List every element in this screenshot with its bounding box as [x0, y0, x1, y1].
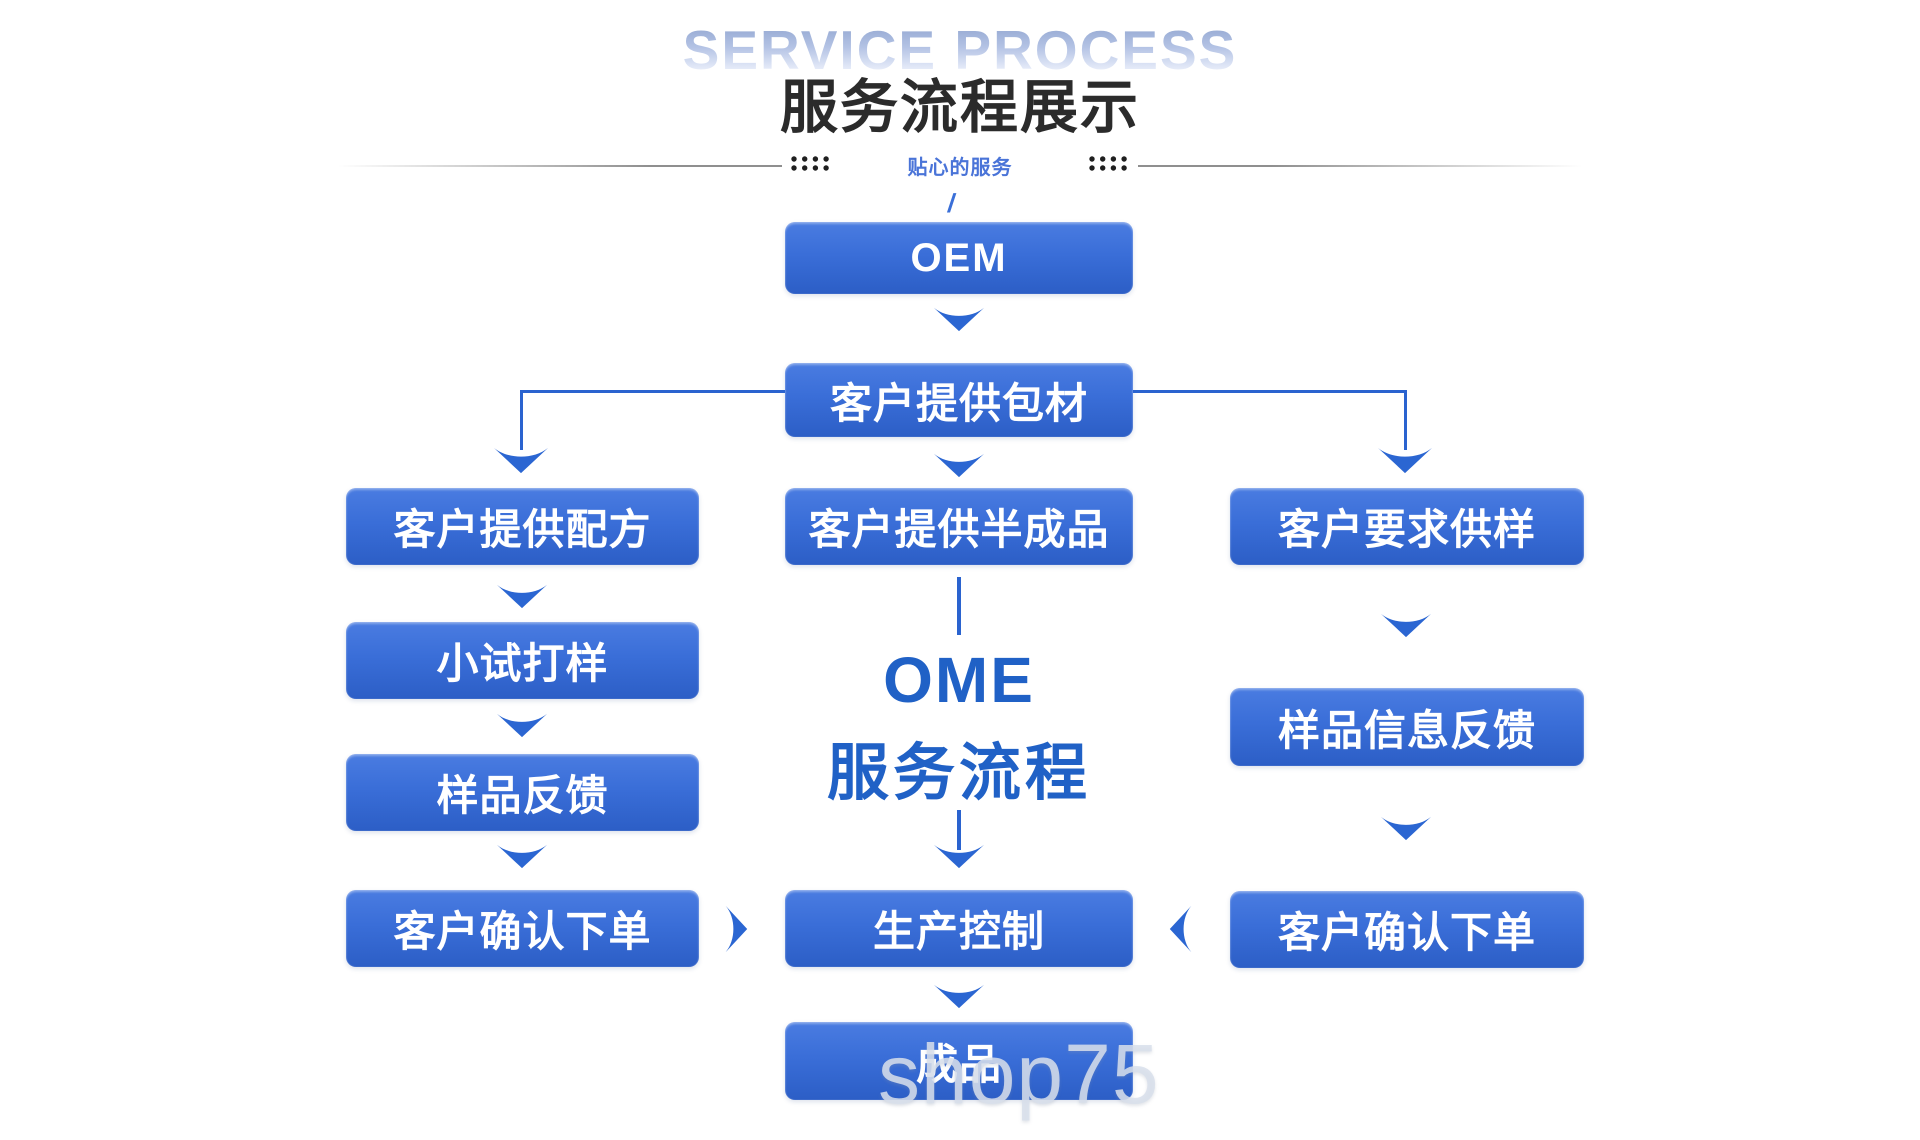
semi-product-box: 客户提供半成品 — [785, 488, 1133, 565]
confirm-order-right-box: 客户确认下单 — [1230, 891, 1584, 968]
finished-product-box: 成品 — [785, 1022, 1133, 1100]
production-control-box-label: 生产控制 — [872, 908, 1045, 955]
oem-box: OEM — [785, 222, 1133, 294]
connector-right-horizontal — [1133, 390, 1405, 393]
arrow-down-icon — [496, 584, 548, 609]
slash-watermark: / — [945, 188, 958, 218]
watermark: shop75 — [878, 1027, 1160, 1121]
center-connector-line — [957, 577, 961, 635]
confirm-order-right-box-label: 客户确认下单 — [1277, 909, 1536, 956]
center-arrow-stem — [957, 810, 961, 850]
sample-feedback-box-label: 样品反馈 — [436, 772, 609, 819]
arrow-down-icon — [496, 844, 548, 869]
semi-product-box-label: 客户提供半成品 — [808, 506, 1110, 553]
trial-sample-box: 小试打样 — [346, 622, 699, 699]
divider-line-right — [1138, 165, 1582, 167]
packaging-box: 客户提供包材 — [785, 363, 1133, 437]
chevron-left-icon — [1169, 905, 1192, 953]
confirm-order-left-box: 客户确认下单 — [346, 890, 699, 967]
production-control-box: 生产控制 — [785, 890, 1133, 967]
tagline: 贴心的服务 — [907, 157, 1013, 179]
formula-box-label: 客户提供配方 — [393, 506, 652, 553]
divider-line-left — [338, 165, 782, 167]
formula-box: 客户提供配方 — [346, 488, 699, 565]
finished-product-box-label: 成品 — [915, 1040, 1002, 1088]
arrow-down-icon — [933, 307, 985, 332]
sample-feedback-box: 样品反馈 — [346, 754, 699, 831]
dots-left-icon — [791, 156, 829, 171]
arrow-down-icon — [933, 984, 985, 1009]
ome-title-line1: OME — [883, 644, 1035, 716]
sample-request-box: 客户要求供样 — [1230, 488, 1584, 565]
arrow-down-icon — [933, 453, 985, 478]
arrow-down-icon — [933, 844, 985, 869]
trial-sample-box-label: 小试打样 — [436, 640, 609, 687]
arrowhead-down-icon — [1377, 447, 1433, 474]
page-title-zh: 服务流程展示 — [779, 75, 1140, 140]
arrow-down-icon — [1380, 613, 1432, 638]
ome-title-line2: 服务流程 — [826, 739, 1091, 808]
connector-right-vertical — [1404, 390, 1407, 450]
dots-right-icon — [1089, 156, 1127, 171]
arrow-down-icon — [496, 713, 548, 738]
confirm-order-left-box-label: 客户确认下单 — [393, 908, 652, 955]
sample-info-feedback-box: 样品信息反馈 — [1230, 688, 1584, 766]
arrow-down-icon — [1380, 816, 1432, 841]
sample-request-box-label: 客户要求供样 — [1277, 506, 1536, 553]
sample-info-feedback-box-label: 样品信息反馈 — [1277, 706, 1536, 754]
chevron-right-icon — [725, 905, 748, 953]
packaging-box-label: 客户提供包材 — [829, 379, 1088, 427]
connector-left-vertical — [520, 390, 523, 450]
oem-box-label: OEM — [910, 235, 1008, 280]
page-title-en: SERVICE PROCESS — [0, 18, 1920, 82]
connector-left-horizontal — [521, 390, 785, 393]
arrowhead-down-icon — [493, 447, 549, 474]
